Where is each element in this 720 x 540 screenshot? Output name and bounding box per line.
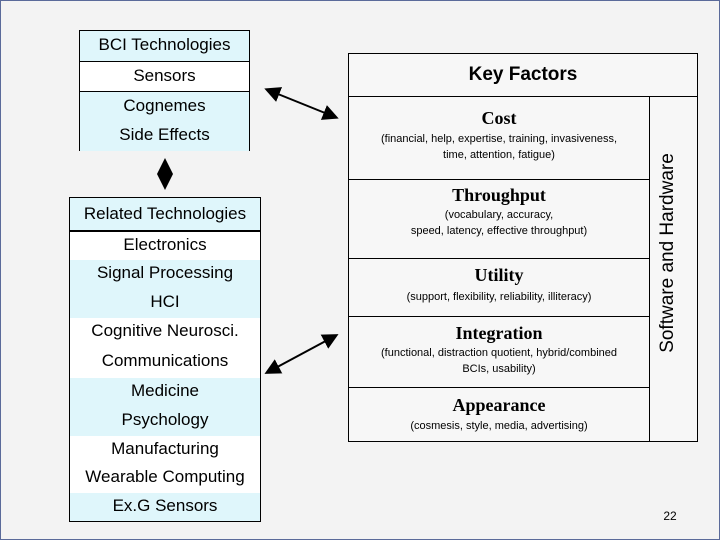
bci-item-side-effects: Side Effects [80, 121, 249, 151]
factor-throughput-desc-2: speed, latency, effective throughput) [410, 225, 588, 237]
factor-appearance-desc-1: (cosmesis, style, media, advertising) [410, 420, 588, 432]
factor-appearance-title: Appearance [452, 395, 546, 415]
related-item-wearable-computing: Wearable Computing [70, 464, 260, 493]
factor-integration-title: Integration [455, 323, 543, 343]
related-item-cognitive-neurosci: Cognitive Neurosci. [70, 318, 260, 348]
key-factors-title: Key Factors [468, 64, 578, 85]
related-item-exg-sensors: Ex.G Sensors [70, 493, 260, 521]
related-item-manufacturing: Manufacturing [70, 436, 260, 464]
related-item-communications: Communications [70, 348, 260, 378]
page-number: 22 [663, 509, 677, 523]
factor-integration-desc-2: BCIs, usability) [462, 363, 536, 375]
related-title: Related Technologies [70, 198, 260, 230]
factor-utility-desc-1: (support, flexibility, reliability, illi… [406, 291, 592, 303]
factor-cost-desc-2: time, attention, fatigue) [443, 149, 555, 161]
bci-title: BCI Technologies [80, 31, 249, 61]
related-item-psychology: Psychology [70, 407, 260, 436]
key-factors-box: Key Factors Cost (financial, help, exper… [348, 53, 698, 442]
factor-integration-desc-1: (functional, distraction quotient, hybri… [380, 347, 618, 359]
factor-throughput-desc-1: (vocabulary, accuracy, [444, 209, 554, 221]
arrow-bci-to-factors [264, 87, 339, 120]
factor-throughput-title: Throughput [452, 185, 546, 205]
related-item-hci: HCI [70, 289, 260, 318]
factor-utility-title: Utility [474, 265, 524, 285]
related-item-medicine: Medicine [70, 378, 260, 407]
related-item-signal-processing: Signal Processing [70, 260, 260, 289]
related-item-electronics: Electronics [70, 230, 260, 260]
factor-cost-desc-1: (financial, help, expertise, training, i… [380, 133, 617, 145]
related-technologies-box: Related Technologies Electronics Signal … [69, 197, 261, 522]
arrow-related-to-factors [264, 334, 339, 374]
bci-item-cognemes: Cognemes [80, 91, 249, 121]
bci-technologies-box: BCI Technologies Sensors Cognemes Side E… [79, 30, 250, 151]
factor-cost-title: Cost [481, 108, 517, 128]
bci-item-sensors: Sensors [80, 61, 249, 91]
